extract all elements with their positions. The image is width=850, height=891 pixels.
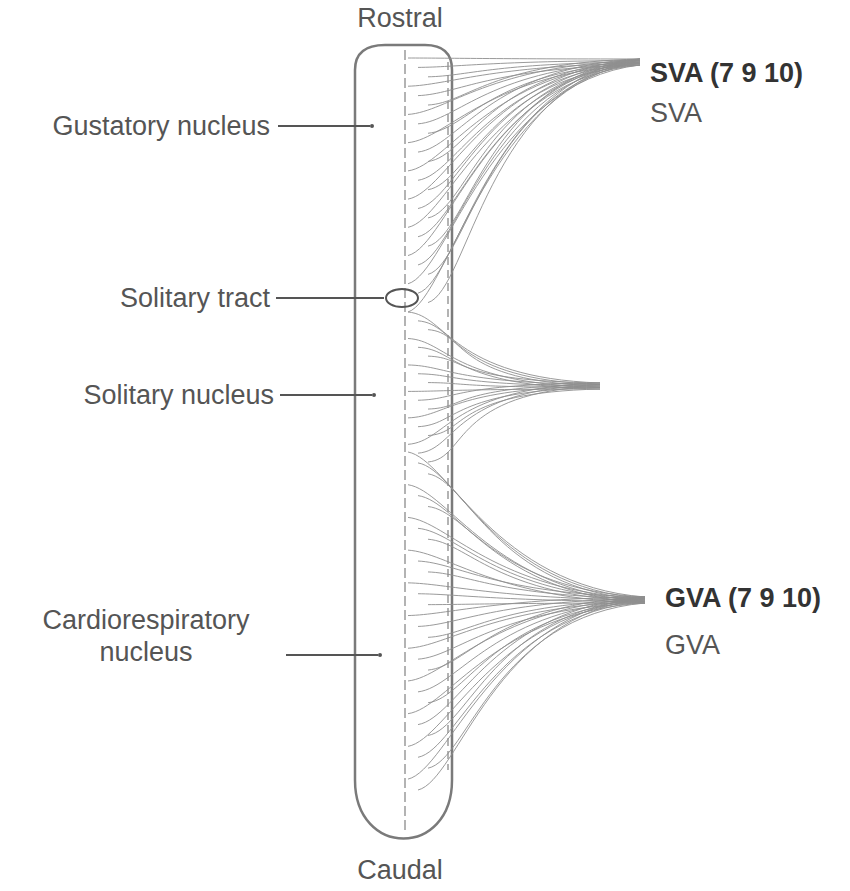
- nerve-fiber: [418, 62, 640, 265]
- nerve-fiber: [408, 58, 640, 59]
- part-label: Gustatory nucleus: [52, 110, 270, 142]
- nerve-fiber: [408, 62, 640, 171]
- leader-line: [280, 394, 372, 396]
- direction-label: Rostral: [357, 2, 443, 34]
- fiber-type-label: SVA: [650, 97, 702, 129]
- part-label: Solitary tract: [120, 282, 270, 314]
- part-label: Solitary nucleus: [83, 379, 274, 411]
- nerve-fiber: [408, 64, 640, 228]
- nerve-fiber: [418, 62, 640, 124]
- nerve-fiber: [428, 386, 600, 462]
- nerve-fiber: [408, 61, 640, 115]
- nerve-fiber: [428, 61, 640, 303]
- nucleus-column: [355, 45, 452, 839]
- nerve-fiber: [428, 389, 600, 436]
- nerve-fiber: [408, 61, 640, 256]
- nerve-fiber: [408, 452, 645, 597]
- nerve-fiber: [408, 599, 645, 681]
- nerve-fiber: [408, 485, 645, 602]
- nerve-fiber: [418, 463, 645, 599]
- leader-line: [278, 125, 370, 127]
- leader-line: [276, 297, 384, 299]
- fiber-type-label: GVA (7 9 10): [665, 582, 821, 614]
- nerve-fiber: [408, 62, 640, 312]
- nerve-fiber: [428, 599, 645, 736]
- nerve-fiber: [418, 347, 600, 389]
- nerve-fiber: [408, 338, 600, 387]
- fiber-type-label: SVA (7 9 10): [650, 57, 803, 89]
- nerve-fiber: [428, 65, 640, 190]
- nerve-fiber: [408, 600, 645, 746]
- leader-lines: [276, 126, 384, 655]
- nerve-fiber: [418, 561, 645, 597]
- nerve-fiber: [408, 597, 645, 779]
- direction-label: Caudal: [357, 854, 443, 886]
- nerve-fiber: [418, 599, 645, 791]
- nerve-fiber: [408, 550, 645, 603]
- tract-line: [404, 50, 406, 830]
- nerve-fiber: [408, 386, 600, 418]
- nerve-fiber: [418, 59, 640, 152]
- nerve-fiber: [418, 388, 600, 427]
- nerve-fiber: [418, 597, 645, 725]
- nerve-fiber: [428, 507, 645, 597]
- nerve-fiber: [418, 600, 645, 692]
- nerve-fiber: [408, 603, 645, 714]
- nerve-fiber: [428, 64, 640, 134]
- part-label: Cardiorespiratory nucleus: [11, 604, 281, 669]
- nerve-fiber: [418, 383, 600, 400]
- nerve-fiber: [418, 65, 640, 237]
- nerve-fiber: [428, 600, 645, 637]
- nerve-fiber: [408, 383, 600, 444]
- fiber-type-label: GVA: [665, 629, 720, 661]
- nerve-fiber: [428, 572, 645, 599]
- nerve-fiber: [408, 59, 640, 199]
- fiber-group: [408, 58, 645, 790]
- leader-line: [286, 654, 378, 656]
- nerve-fiber: [428, 64, 640, 275]
- nerve-fiber: [428, 356, 600, 383]
- nerve-fiber: [428, 474, 645, 600]
- nerve-fiber: [418, 59, 640, 293]
- nerve-fiber: [428, 603, 645, 768]
- nerve-fiber: [428, 62, 640, 218]
- nerve-fiber: [408, 65, 640, 284]
- nerve-fiber: [428, 602, 645, 703]
- nerve-fiber: [428, 59, 640, 246]
- nerve-fiber: [418, 385, 600, 454]
- tract-circle: [386, 289, 418, 307]
- leader-dots: [370, 124, 382, 657]
